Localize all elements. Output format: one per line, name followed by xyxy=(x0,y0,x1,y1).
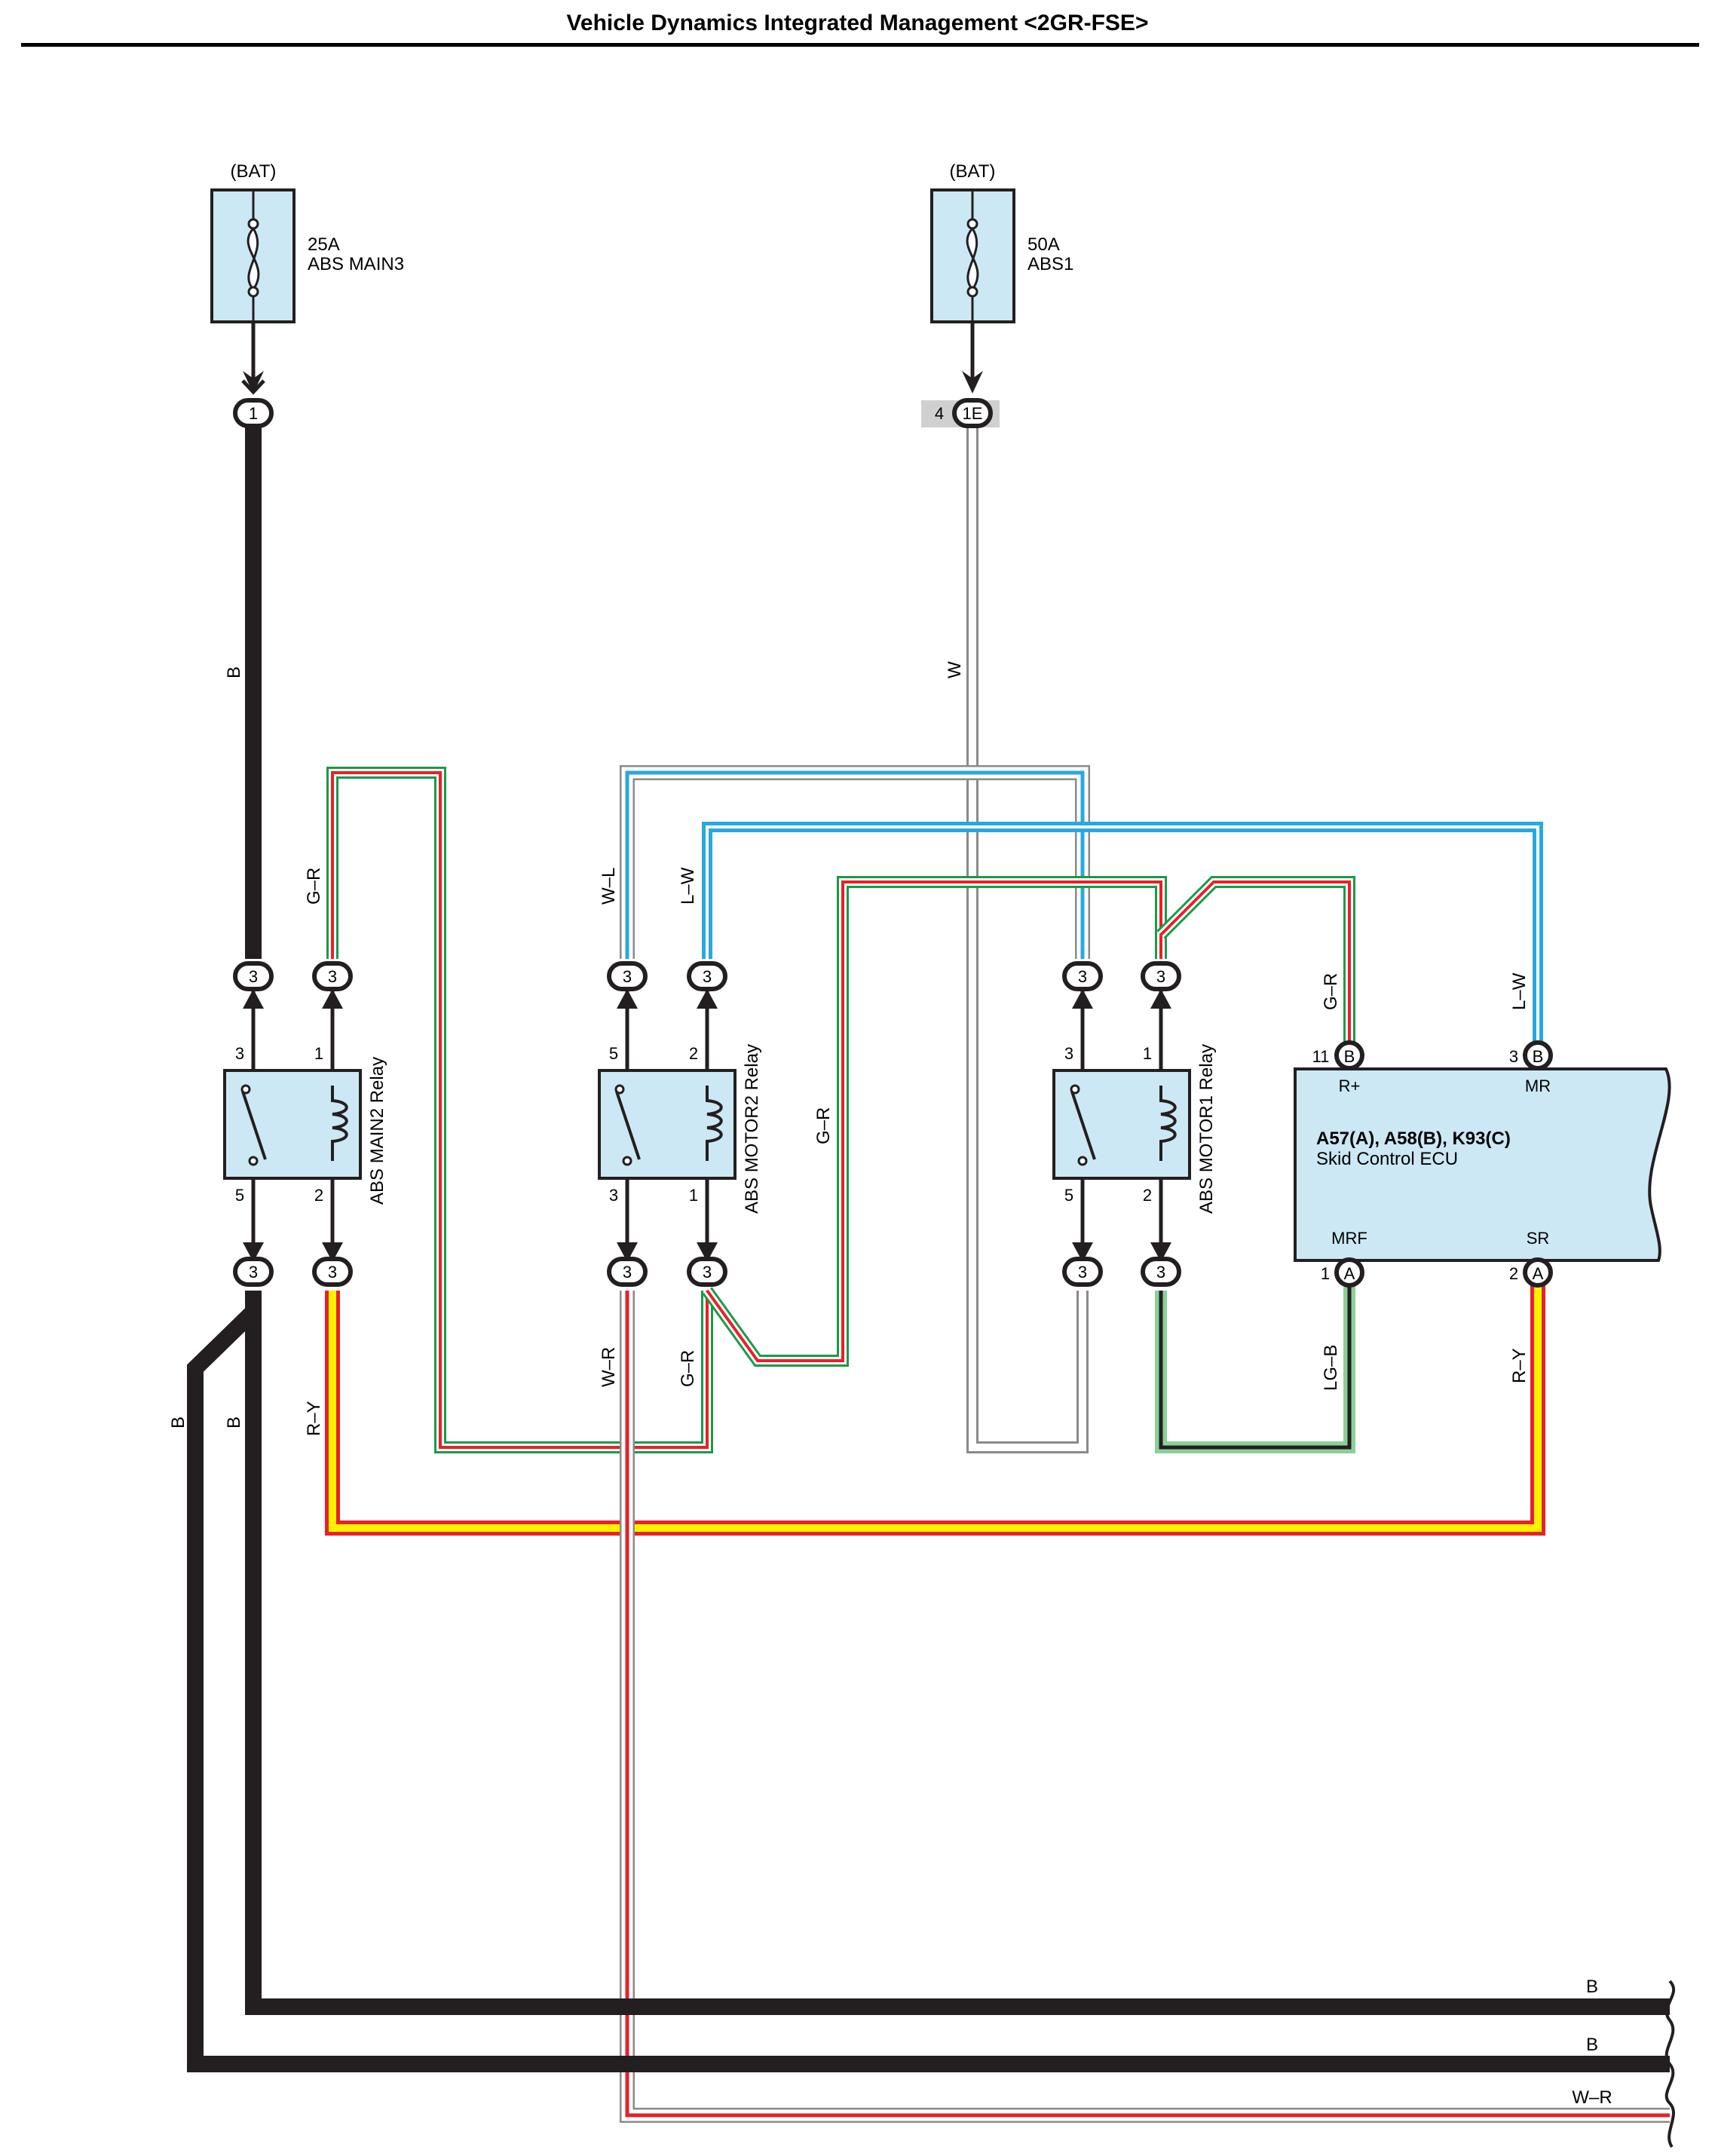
relay-connector-label: 3 xyxy=(623,967,632,986)
wire-g-r-mid xyxy=(702,876,1355,1367)
wire-label: B xyxy=(224,1416,244,1429)
connector-id: 1E xyxy=(963,404,983,423)
pin-label: 1 xyxy=(689,1186,698,1205)
wire-label: G–R xyxy=(678,1350,698,1387)
connector-abs1-out: 1E 4 xyxy=(921,398,1000,428)
connector-pin: 4 xyxy=(935,404,944,423)
connector-main3-out: 1 xyxy=(233,398,274,428)
ecu-pin: 3 xyxy=(1509,1047,1518,1066)
wire-label: B xyxy=(224,666,244,678)
ecu-connectors: A57(A), A58(B), K93(C) xyxy=(1316,1129,1511,1149)
ecu-signal: MRF xyxy=(1331,1229,1367,1248)
ecu-signal: MR xyxy=(1525,1076,1551,1095)
fuse-abs1: (BAT) 50A ABS1 xyxy=(930,161,1073,394)
pin-label: 3 xyxy=(1064,1044,1073,1063)
relay-connector-label: 3 xyxy=(328,1263,337,1282)
wire-lg-b xyxy=(1155,1274,1355,1453)
wire-break-marks xyxy=(1664,1980,1676,2148)
ecu-name: Skid Control ECU xyxy=(1316,1149,1458,1169)
pin-label: 2 xyxy=(689,1044,698,1063)
ecu-connector-id: A xyxy=(1533,1264,1544,1283)
pin-label: 1 xyxy=(314,1044,323,1063)
wire-label: LG–B xyxy=(1321,1345,1341,1391)
relay-name: ABS MOTOR1 Relay xyxy=(1196,1044,1217,1214)
fuse-source-label: (BAT) xyxy=(231,161,277,182)
page-title: Vehicle Dynamics Integrated Management <… xyxy=(566,11,1149,35)
connector-pin: 1 xyxy=(249,404,258,423)
ecu-connector-id: B xyxy=(1344,1047,1355,1066)
wire-w-r xyxy=(620,1291,1670,2123)
skid-control-ecu: A57(A), A58(B), K93(C) Skid Control ECU … xyxy=(1294,1040,1671,1288)
ecu-pin: 11 xyxy=(1312,1047,1330,1066)
relay-connector-label: 3 xyxy=(1078,967,1087,986)
pin-label: 2 xyxy=(1143,1186,1152,1205)
ecu-connector-id: A xyxy=(1344,1264,1355,1283)
wire-b-ground xyxy=(187,1291,1670,2072)
relay-connector-label: 3 xyxy=(249,1263,258,1282)
relay-connector-label: 3 xyxy=(249,967,258,986)
wire-w-l xyxy=(620,765,1090,959)
relay-connector-label: 3 xyxy=(703,1263,712,1282)
wire-label: W–R xyxy=(1572,2087,1612,2108)
pin-label: 5 xyxy=(609,1044,618,1063)
relay-abs-main2: 3 3 3 1 5 2 3 3 ABS MAIN2 Relay xyxy=(223,961,387,1287)
wire-label: L–W xyxy=(1509,972,1530,1010)
wire-label: G–R xyxy=(304,868,324,905)
fuse-abs-main3: (BAT) 25A ABS MAIN3 xyxy=(210,161,404,395)
relay-connector-label: 3 xyxy=(328,967,337,986)
relay-abs-motor1: 3 3 3 1 5 2 3 3 ABS MOTOR1 Relay xyxy=(1052,961,1217,1287)
title-rule xyxy=(21,43,1699,47)
wire-label: B xyxy=(1586,2035,1598,2055)
ecu-signal: SR xyxy=(1527,1229,1550,1248)
relay-abs-motor2: 3 3 5 2 3 1 3 3 ABS MOTOR2 Relay xyxy=(598,961,762,1287)
relay-connector-label: 3 xyxy=(1078,1263,1087,1282)
pin-label: 5 xyxy=(1064,1186,1073,1205)
relay-name: ABS MOTOR2 Relay xyxy=(742,1044,762,1214)
wire-w-main xyxy=(966,427,1089,1453)
wire-label: R–Y xyxy=(1509,1348,1530,1383)
wire-g-r-main2 xyxy=(326,767,713,1453)
pin-label: 3 xyxy=(235,1044,244,1063)
wire-label: W xyxy=(945,661,965,678)
ecu-pin: 2 xyxy=(1509,1264,1518,1283)
fuse-name: ABS1 xyxy=(1027,254,1073,274)
wire-label: B xyxy=(168,1416,188,1429)
wire-label: R–Y xyxy=(304,1401,324,1436)
wire-label: W–R xyxy=(599,1347,619,1387)
relay-connector-label: 3 xyxy=(623,1263,632,1282)
pin-label: 5 xyxy=(235,1186,244,1205)
fuse-rating: 50A xyxy=(1027,234,1060,255)
relay-name: ABS MAIN2 Relay xyxy=(367,1057,387,1205)
fuse-rating: 25A xyxy=(308,234,340,255)
wire-r-y xyxy=(325,1274,1545,1536)
wire-label: W–L xyxy=(599,868,619,905)
wire-label: G–R xyxy=(1321,973,1341,1010)
wire-label: L–W xyxy=(678,867,698,905)
relay-connector-label: 3 xyxy=(703,967,712,986)
wire-labels: B W G–R W–L L–W G–R G–R L–W B B R–Y W–R … xyxy=(168,661,1612,2108)
pin-label: 1 xyxy=(1143,1044,1152,1063)
pin-label: 3 xyxy=(609,1186,618,1205)
ecu-signal: R+ xyxy=(1339,1076,1361,1095)
pin-label: 2 xyxy=(314,1186,323,1205)
wire-label: B xyxy=(1586,1977,1598,1997)
wire-l-w xyxy=(702,822,1543,1052)
relay-connector-label: 3 xyxy=(1156,967,1165,986)
ecu-connector-id: B xyxy=(1533,1047,1544,1066)
ecu-pin: 1 xyxy=(1321,1264,1330,1283)
fuse-source-label: (BAT) xyxy=(950,161,996,182)
relay-connector-label: 3 xyxy=(1156,1263,1165,1282)
title-bar: Vehicle Dynamics Integrated Management <… xyxy=(0,0,1715,44)
wire-label: G–R xyxy=(813,1107,834,1144)
fuse-name: ABS MAIN3 xyxy=(308,254,404,274)
